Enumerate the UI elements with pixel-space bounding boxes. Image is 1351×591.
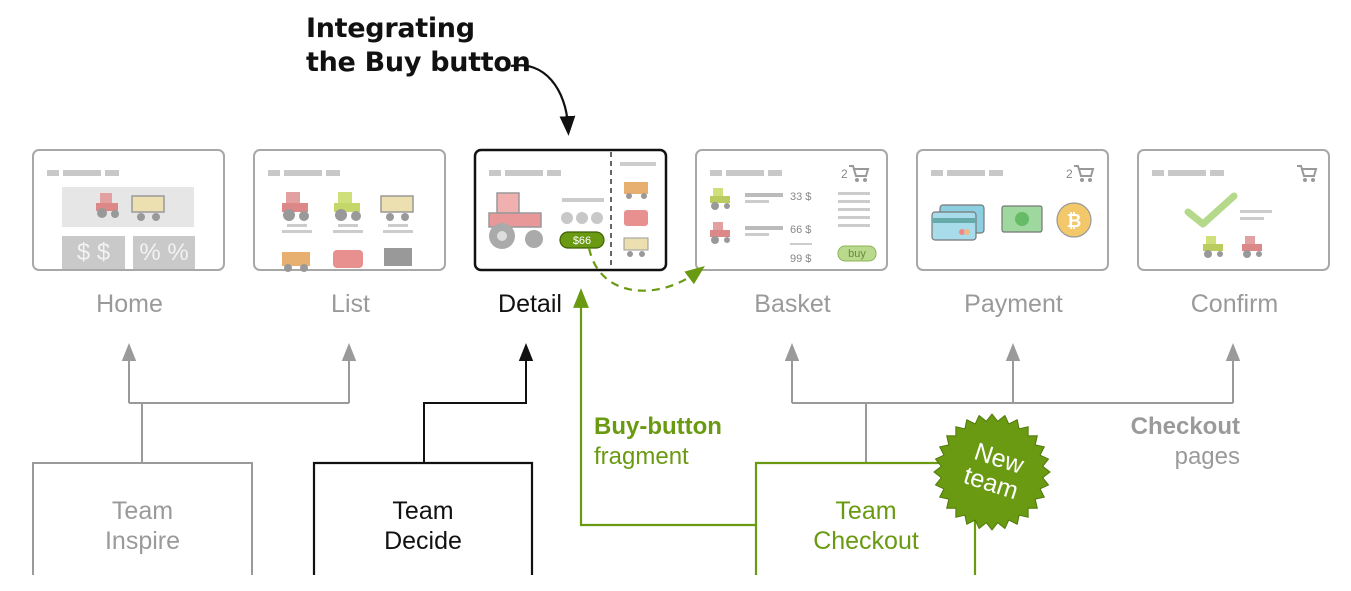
payment-page-card: 2 ₿ [916,149,1109,271]
fragment-label: Buy-button fragment [594,412,722,472]
credit-card-icon [931,204,985,241]
tractor-icon [1203,236,1223,258]
bitcoin-icon: ₿ [1056,202,1092,238]
team-checkout-line1: Team [835,497,897,525]
inspire-connector [121,343,357,463]
trailer-icon [380,195,414,221]
checkout-pages-label: Checkout pages [1100,412,1240,472]
bus-icon [333,250,363,268]
detail-page-card: $66 [473,148,668,272]
cart-icon [1297,165,1318,182]
tractor-icon [488,192,543,249]
list-page-card [253,149,446,272]
fragment-label-bold: Buy-button [594,413,722,440]
home-promo-dollar: $ $ [76,239,111,266]
title-line-2: the Buy button [306,47,531,78]
basket-page-card: 2 33 $ 66 $ 99 $ buy [695,149,888,271]
cart-icon [1074,165,1095,182]
diagram-title: Integrating the Buy button [306,12,531,80]
page-label-home: Home [96,290,163,318]
basket-buy-label: buy [848,248,866,260]
bus-icon [624,210,648,226]
tractor-icon [334,192,361,221]
team-decide-label: Team Decide [314,496,532,556]
confirm-page-card [1137,149,1330,271]
page-label-detail: Detail [498,290,562,318]
title-line-1: Integrating [306,13,475,44]
basket-total: 99 $ [790,253,811,265]
tractor-icon [1242,236,1262,258]
decide-connector [423,343,534,463]
page-label-confirm: Confirm [1190,290,1279,318]
checkout-pages-bold: Checkout [1130,413,1240,440]
basket-buy-button [837,245,877,262]
home-promo-percent: % % [139,239,189,266]
basket-row2-price: 66 $ [790,224,811,236]
tractor-icon [710,188,730,210]
buy-button-fragment [559,231,605,249]
tractor-icon [710,222,730,244]
team-decide-box [312,461,534,575]
svg-text:₿: ₿ [1067,211,1082,232]
title-pointer-arrow [510,64,576,136]
truck-icon [282,252,310,272]
team-inspire-box [32,462,253,575]
team-decide-line2: Decide [384,527,462,555]
team-inspire-label: Team Inspire [33,496,252,556]
checkmark-icon [1184,192,1238,228]
checkout-connector [784,343,1241,463]
new-team-badge [933,413,1051,531]
basket-count: 2 [841,167,848,181]
page-label-payment: Payment [964,290,1063,318]
payment-count: 2 [1066,167,1073,181]
trailer-icon [623,237,649,257]
page-label-basket: Basket [754,290,831,318]
home-page-card [32,149,225,271]
team-checkout-label: Team Checkout [780,496,952,556]
team-inspire-line2: Inspire [104,527,181,555]
truck-icon [624,182,648,199]
tractor-icon [384,248,412,266]
fragment-connector [573,288,756,527]
team-checkout-line2: Checkout [813,527,919,555]
cart-icon [849,165,870,182]
basket-row1-price: 33 $ [790,191,811,203]
buy-to-basket-arrow [587,247,705,292]
fragment-label-rest: fragment [594,443,689,470]
team-inspire-line1: Team [111,497,174,525]
checkout-pages-rest: pages [1174,443,1240,470]
tractor-icon [282,192,309,221]
tractor-icon [96,193,119,218]
page-label-list: List [331,290,370,318]
detail-price: $66 [573,235,591,247]
cash-icon [1001,205,1043,233]
trailer-icon [131,195,165,221]
team-decide-line1: Team [392,497,454,525]
